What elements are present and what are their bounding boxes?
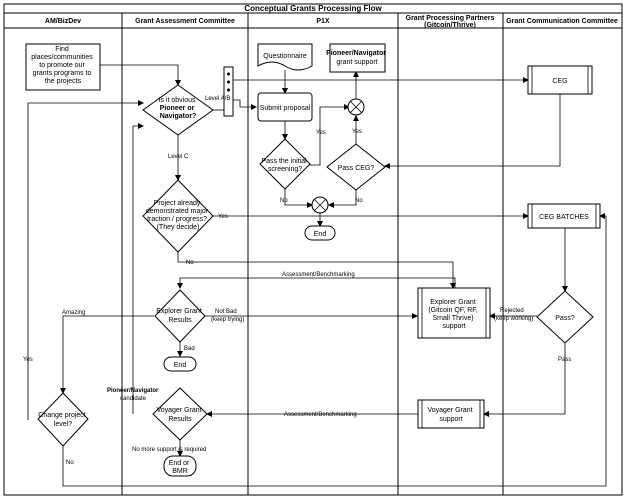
lane-header-communication: Grant Communication Committee — [506, 18, 618, 25]
edge-label-yes-ceg: Yes — [352, 129, 362, 135]
edge-label-assessment-1: Assessment/Benchmarking — [282, 272, 355, 278]
pn-grant-support-label: Pioneer/Navigator grant support — [326, 50, 388, 66]
gateway-dot — [227, 80, 230, 84]
pool-frame — [3, 3, 623, 496]
voyager-results-decision — [152, 387, 208, 441]
edge-label-rejected: Rejected (keep working) — [494, 308, 533, 322]
initial-screening-decision — [259, 138, 311, 190]
edge-label-not-bad: Not Bad (keep trying) — [211, 309, 244, 323]
voyager-grant-support-box — [417, 399, 485, 429]
ceg-label: CEG — [552, 78, 567, 85]
edge-gateway-to-submit — [233, 99, 257, 110]
voyager-grant-support-label: Voyager Grant support — [427, 407, 474, 423]
ceg-batches-box — [527, 203, 601, 229]
edge-label-yes-initial: Yes — [316, 130, 326, 136]
explorer-grant-support-box — [417, 287, 491, 339]
pn-grant-support-box — [329, 43, 386, 73]
end-x-mark — [313, 198, 327, 212]
merge-x-mark — [349, 100, 363, 114]
edge-label-no-ceg: No — [355, 198, 363, 204]
edge-traction-no — [177, 252, 456, 289]
pass-decision-label: Pass? — [555, 315, 575, 322]
edge-label-level-c: Level C — [168, 154, 189, 160]
change-level-decision — [37, 392, 89, 447]
edge-label-yes-traction: Yes — [218, 214, 228, 220]
edge-screening-yes — [310, 104, 350, 166]
end-or-bmr-terminal — [163, 455, 197, 477]
edge-change-no — [62, 213, 607, 487]
edge-label-yes-change: Yes — [23, 357, 33, 363]
traction-decision — [142, 179, 214, 253]
edge-amazing — [60, 315, 154, 394]
pass-ceg-label: Pass CEG? — [338, 165, 375, 172]
gateway-dot — [227, 88, 230, 92]
edge-find-to-decision — [100, 64, 181, 86]
end-terminal-explorer — [163, 356, 197, 372]
voyager-results-label: Voyager Grant Results — [156, 407, 203, 423]
edge-pass-to-voyager — [483, 343, 566, 417]
edge-ceg-no — [328, 190, 357, 208]
edge-assessment-1 — [177, 277, 456, 289]
edge-label-pass: Pass — [558, 357, 571, 363]
gateway-dot — [227, 72, 230, 76]
lane-header-am-bizdev: AM/BizDev — [45, 18, 81, 25]
change-level-label: Change project level? — [38, 412, 87, 428]
edge-label-no-initial: No — [280, 198, 288, 204]
submit-proposal-box — [257, 92, 313, 122]
lane-header-partners-sub: (Gitcoin/Thrive) — [424, 22, 476, 29]
pass-decision — [536, 290, 594, 344]
traction-label: Project already demonstrated major tract… — [146, 200, 210, 231]
explorer-results-label: Explorer Grant Results — [156, 308, 203, 324]
edge-label-amazing: Amazing — [62, 310, 85, 316]
explorer-results-decision — [154, 289, 206, 343]
edge-label-no-traction: No — [186, 260, 194, 266]
end-label-p1x: End — [314, 231, 327, 238]
initial-screening-label: Pass the initial screening? — [261, 158, 308, 173]
end-or-bmr-label: End or BMR — [169, 460, 192, 475]
pass-ceg-decision — [326, 143, 386, 191]
diagram-title: Conceptual Grants Processing Flow — [244, 4, 382, 13]
edge-label-assessment-2: Assessment/Benchmarking — [284, 412, 357, 418]
lane-header-p1x: P1X — [316, 18, 330, 25]
end-label-explorer: End — [174, 362, 187, 369]
edge-label-level-ab: Level A/B — [205, 96, 230, 102]
lane-header-partners: Grant Processing Partners — [406, 15, 495, 22]
obvious-level-decision — [142, 84, 214, 136]
edge-screening-no — [284, 188, 313, 208]
find-communities-label: Find places/communities to promote our g… — [31, 46, 94, 85]
ceg-batches-label: CEG BATCHES — [539, 214, 589, 221]
submit-proposal-label: Submit proposal — [260, 105, 311, 112]
explorer-grant-support-label: Explorer Grant (Gitcoin QF, RF, Small Th… — [428, 299, 479, 330]
find-communities-box — [25, 43, 101, 91]
ceg-process-box — [527, 65, 593, 95]
edge-pn-candidate — [132, 123, 144, 414]
edge-label-no-change: No — [66, 460, 74, 466]
lane-header-assessment: Grant Assessment Committee — [135, 18, 235, 25]
edge-ceg-to-pass-ceg — [384, 94, 561, 169]
edge-label-bad: Bad — [184, 346, 195, 352]
questionnaire-document — [257, 43, 313, 71]
questionnaire-label: Questionnaire — [263, 53, 307, 60]
obvious-level-label: Is it obvious Pioneer or Navigator? — [159, 97, 198, 120]
end-terminal-p1x — [304, 225, 336, 241]
edge-change-yes — [27, 100, 144, 420]
edge-label-no-more-support: No more support is required — [132, 447, 206, 453]
edge-label-pn-candidate: Pioneer/Navigator candidate — [107, 388, 160, 402]
